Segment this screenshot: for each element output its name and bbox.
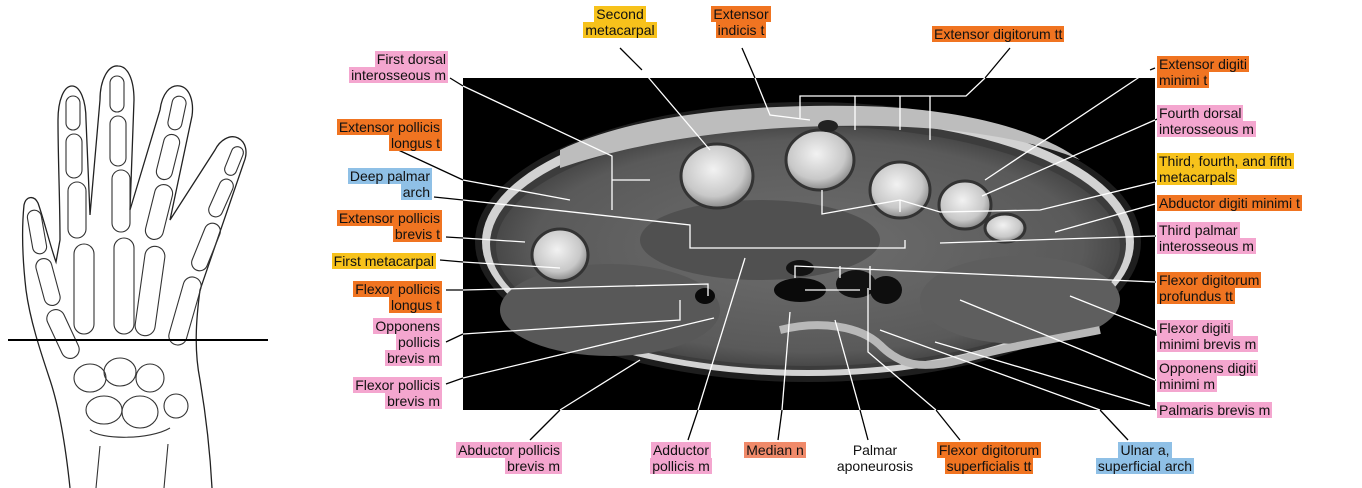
label-ulnar-artery: Ulnar a,superficial arch	[1080, 442, 1210, 474]
label-extensor-digitorum: Extensor digitorum tt	[932, 26, 1064, 42]
label-palmaris-brevis: Palmaris brevis m	[1157, 402, 1272, 418]
label-first-metacarpal: First metacarpal	[280, 253, 436, 269]
hand-outline-illustration	[23, 66, 246, 488]
mri-cross-section	[475, 102, 1141, 382]
label-abductor-digiti-minimi: Abductor digiti minimi t	[1157, 195, 1302, 211]
label-median-nerve: Median n	[730, 442, 820, 458]
